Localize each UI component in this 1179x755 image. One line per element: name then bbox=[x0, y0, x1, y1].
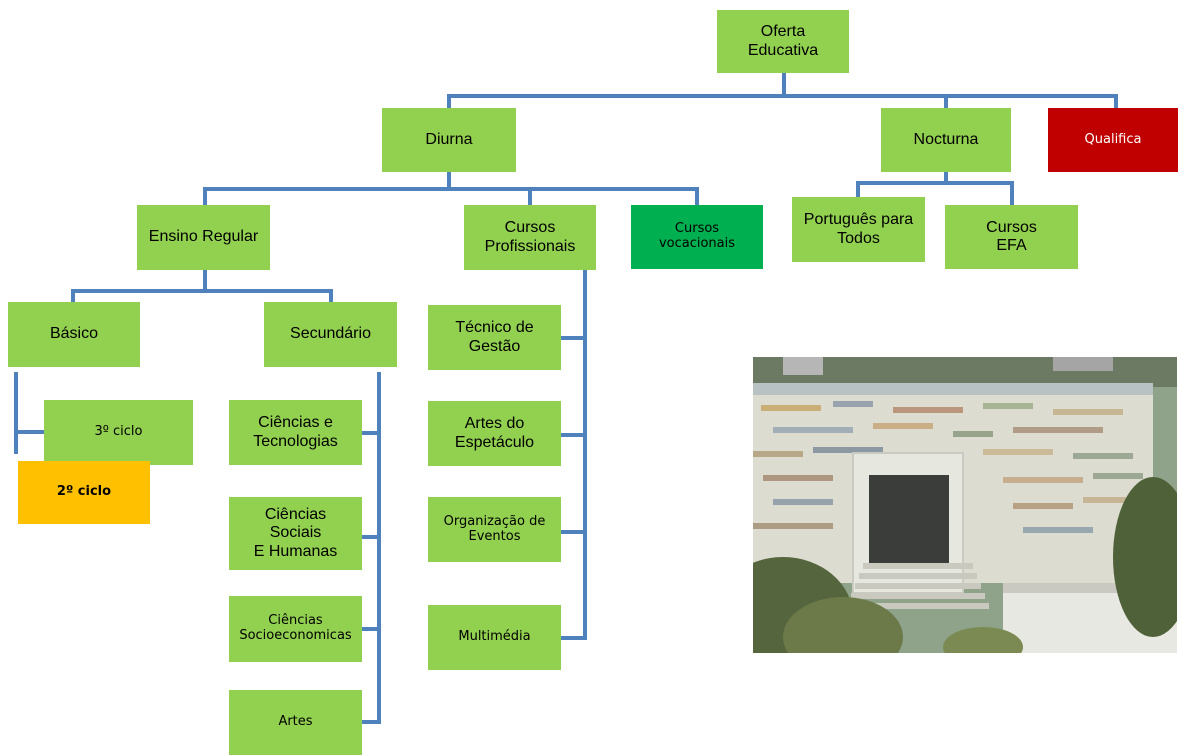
node-tecnico-gestao: Técnico de Gestão bbox=[428, 305, 561, 370]
node-ciencias-sociais-humanas: Ciências Sociais E Humanas bbox=[229, 497, 362, 570]
node-ciencias-socioeconomicas: Ciências Socioeconomicas bbox=[229, 596, 362, 662]
node-2-ciclo: 2º ciclo bbox=[18, 461, 150, 524]
node-cursos-profissionais: Cursos Profissionais bbox=[464, 205, 596, 270]
node-organizacao-eventos: Organização de Eventos bbox=[428, 497, 561, 562]
node-nocturna: Nocturna bbox=[881, 108, 1011, 172]
node-portugues-para-todos: Português para Todos bbox=[792, 197, 925, 262]
node-qualifica: Qualifica bbox=[1048, 108, 1178, 172]
node-cursos-efa: Cursos EFA bbox=[945, 205, 1078, 269]
node-multimedia: Multimédia bbox=[428, 605, 561, 670]
node-artes-espetaculo: Artes do Espetáculo bbox=[428, 401, 561, 466]
node-secundario: Secundário bbox=[264, 302, 397, 367]
node-3-ciclo: 3º ciclo bbox=[44, 400, 193, 465]
node-artes: Artes bbox=[229, 690, 362, 755]
node-ensino-regular: Ensino Regular bbox=[137, 205, 270, 270]
school-building-photo bbox=[753, 357, 1177, 653]
node-diurna: Diurna bbox=[382, 108, 516, 172]
node-ciencias-tecnologias: Ciências e Tecnologias bbox=[229, 400, 362, 465]
node-oferta-educativa: Oferta Educativa bbox=[717, 10, 849, 73]
node-cursos-vocacionais: Cursos vocacionais bbox=[631, 205, 763, 269]
node-basico: Básico bbox=[8, 302, 140, 367]
